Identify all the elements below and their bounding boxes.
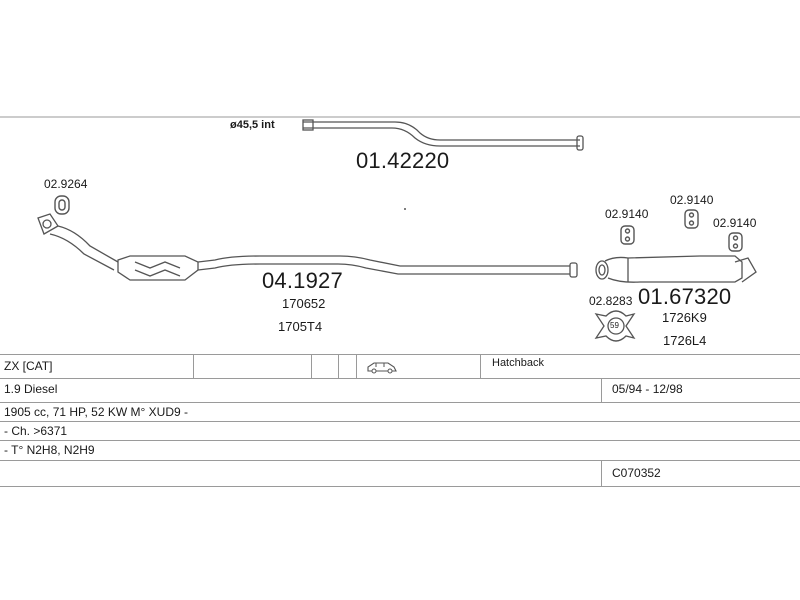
car-icon — [366, 360, 398, 379]
hanger-number-2: 02.9140 — [670, 193, 714, 207]
vehicle-chassis: - Ch. >6371 — [4, 424, 68, 438]
gasket-number: 02.9264 — [44, 177, 88, 191]
front-pipe — [302, 119, 584, 151]
silencer-number: 01.67320 — [638, 284, 732, 309]
vehicle-body: Hatchback — [492, 357, 544, 369]
vehicle-years: 05/94 - 12/98 — [612, 382, 683, 396]
vehicle-engine: 1.9 Diesel — [4, 382, 58, 396]
vehicle-model: ZX [CAT] — [4, 359, 53, 373]
vehicle-type: - T° N2H8, N2H9 — [4, 443, 95, 457]
hanger-number-3: 02.9140 — [713, 216, 757, 230]
catalyst-number: 04.1927 — [262, 268, 343, 293]
rear-silencer — [595, 255, 757, 283]
hanger-group — [620, 209, 743, 252]
silencer-ref-2: 1726L4 — [663, 333, 707, 348]
catalyst-ref-2: 1705T4 — [278, 319, 323, 334]
catalyst-ref-1: 170652 — [282, 296, 326, 311]
gasket-ring — [54, 195, 70, 215]
front-pipe-spec: ø45,5 int — [230, 119, 275, 131]
silencer-ref-1: 1726K9 — [662, 310, 707, 325]
vehicle-spec: 1905 cc, 71 HP, 52 KW M° XUD9 - — [4, 405, 188, 419]
hanger-number-1: 02.9140 — [605, 207, 649, 221]
catalogue-code: C070352 — [612, 466, 661, 480]
front-pipe-number: 01.42220 — [356, 148, 450, 173]
clamp — [594, 310, 636, 342]
clamp-number: 02.8283 — [589, 294, 633, 308]
clamp-size: 59 — [610, 321, 619, 330]
catalyst-pipe — [37, 213, 578, 281]
